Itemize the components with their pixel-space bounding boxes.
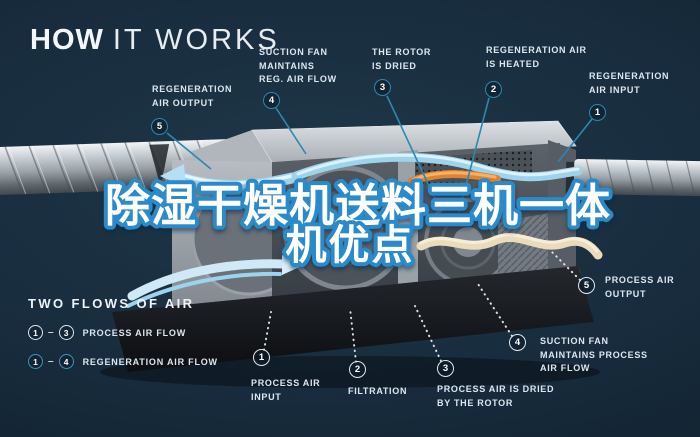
callout-badge-3-rotor-dried: 3 [374, 79, 391, 96]
callout-badge-2-filtration: 2 [349, 361, 366, 378]
rotor [282, 165, 408, 291]
leader-lines-regeneration [166, 95, 593, 213]
legend-two-flows: TWO FLOWS OF AIR 1 – 3 PROCESS AIR FLOW … [28, 296, 218, 369]
legend-badge-to: 4 [58, 354, 74, 369]
legend-title: TWO FLOWS OF AIR [28, 296, 195, 311]
callout-badge-4-suction-process: 4 [509, 334, 526, 351]
callout-label-process-output: PROCESS AIR OUTPUT [605, 275, 675, 299]
callout-badge-5-process-output: 5 [578, 277, 595, 294]
base-plinth [112, 266, 594, 372]
legend-label-regeneration: REGENERATION AIR FLOW [82, 356, 218, 367]
callout-label-regeneration-air-output: REGENERATION AIR OUTPUT [152, 84, 233, 108]
callout-badge-3-process-dried: 3 [437, 360, 454, 377]
ribbon-heater-orange [408, 170, 501, 185]
overlay-title-line1: 除湿干燥机送料三机一体 [105, 180, 611, 231]
legend-row-regeneration-air-flow: 1 – 4 REGENERATION AIR FLOW [28, 354, 218, 369]
divider-panel [398, 150, 418, 326]
legend-row-process-air-flow: 1 – 3 PROCESS AIR FLOW [28, 325, 218, 340]
page-title-bold: HOW [30, 24, 104, 56]
callout-label-filtration: FILTRATION [348, 386, 408, 396]
legend-badge-to: 3 [58, 325, 74, 340]
ribbon-process-input-blue [126, 255, 304, 308]
page-title-light: IT WORKS [112, 24, 280, 56]
callout-label-suction-fan-process: SUCTION FAN MAINTAINS PROCESS AIR FLOW [540, 336, 648, 373]
callout-badge-2-regen-heated: 2 [485, 81, 502, 98]
ribbon-process-beige [416, 232, 603, 260]
callout-label-regen-input: REGENERATION AIR INPUT [589, 71, 670, 95]
overlay-title: 除湿干燥机送料三机一体 机优点 [101, 176, 614, 272]
leader-lines-process [263, 251, 581, 363]
callout-label-rotor-dried: THE ROTOR IS DRIED [372, 47, 432, 71]
legend-label-process: PROCESS AIR FLOW [82, 327, 187, 338]
callout-badge-4-suction-reg: 4 [263, 92, 280, 109]
callout-label-suction-fan-reg: SUCTION FAN MAINTAINS REG. AIR FLOW [259, 47, 337, 84]
callout-badge-1-regen-input: 1 [589, 104, 606, 121]
ribbon-regeneration-blue [160, 152, 583, 191]
callout-badge-5-regen-output: 5 [151, 118, 168, 135]
overlay-title-line2: 机优点 [286, 222, 415, 268]
legend-badge-from: 1 [28, 354, 43, 369]
legend-badge-from: 1 [28, 325, 43, 340]
callout-label-process-dried: PROCESS AIR IS DRIED BY THE ROTOR [437, 384, 555, 408]
legend-dash: – [48, 327, 54, 338]
callout-badge-1-process-input: 1 [253, 349, 270, 366]
legend-dash: – [48, 356, 54, 367]
callout-label-process-input: PROCESS AIR INPUT [251, 378, 321, 402]
callout-label-regen-heated: REGENERATION AIR IS HEATED [486, 45, 587, 69]
machine-top-face [251, 120, 577, 163]
